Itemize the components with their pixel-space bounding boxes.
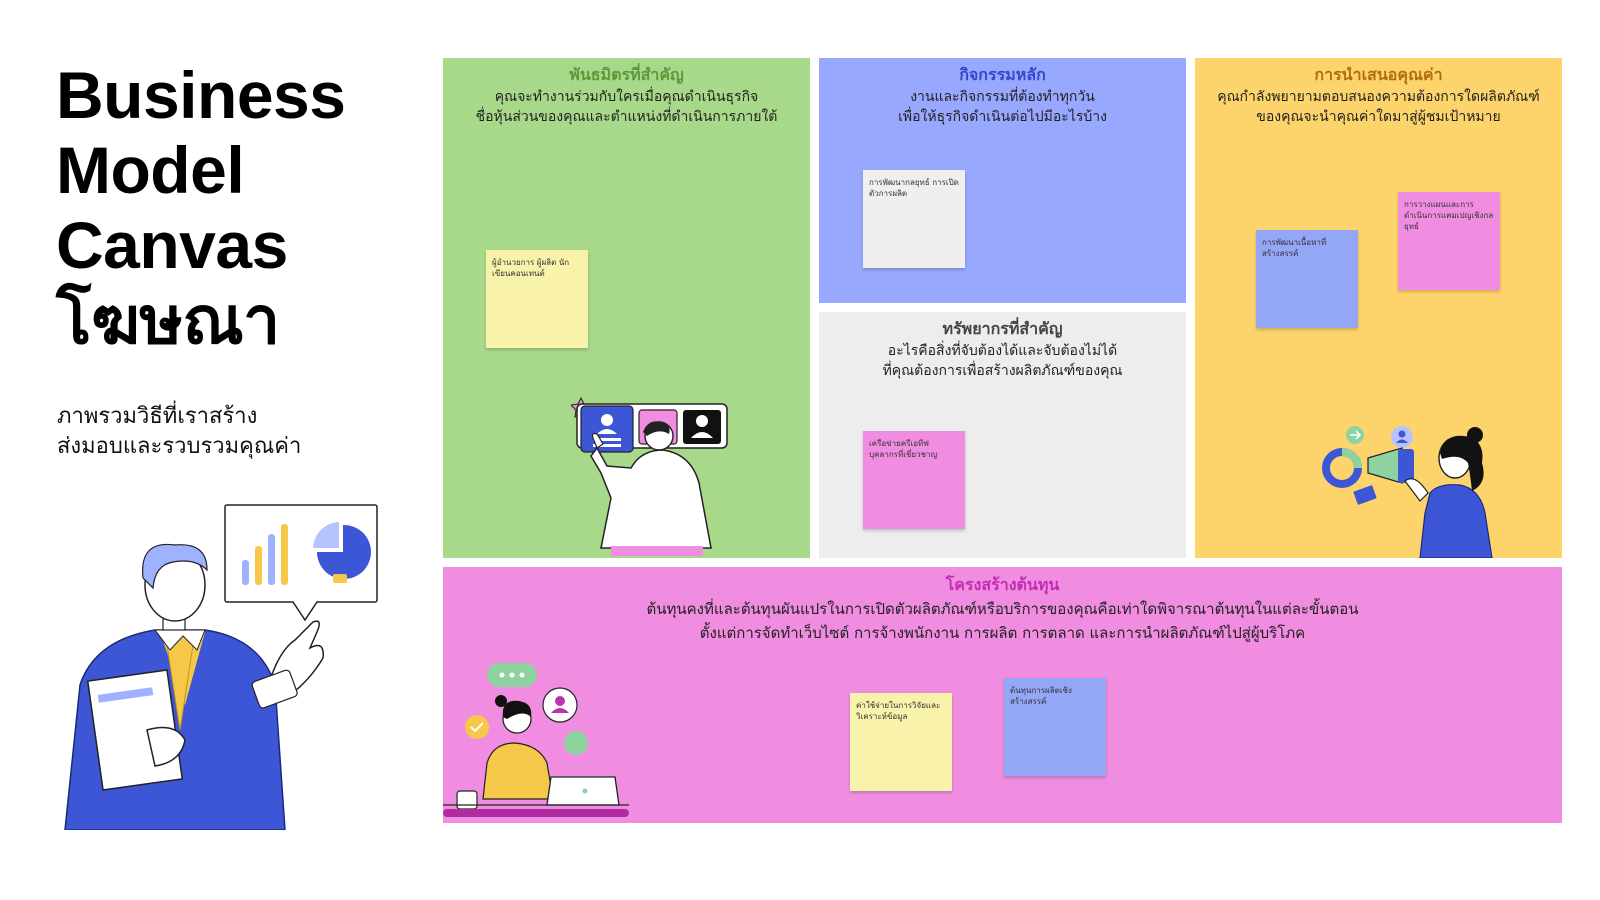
laptop-worker-illustration — [443, 663, 629, 817]
title-line-1: Business — [56, 58, 346, 132]
title-line-4: โฆษณา — [56, 283, 280, 357]
title-line-2: Model — [56, 133, 245, 207]
sticky-note-value-pink[interactable]: การวางแผนและการดำเนินการแคมเปญเชิงกลยุทธ… — [1398, 192, 1500, 290]
panel-title-value-proposition: การนำเสนอคุณค่า — [1314, 65, 1443, 84]
sticky-note-cost-blue[interactable]: ต้นทุนการผลิตเชิงสร้างสรรค์ — [1004, 678, 1106, 776]
panel-title-key-partners: พันธมิตรที่สำคัญ — [569, 65, 684, 84]
panel-desc-value-proposition: คุณกำลังพยายามตอบสนองความต้องการใดผลิตภั… — [1195, 87, 1562, 127]
panel-title-cost-structure: โครงสร้างต้นทุน — [945, 575, 1060, 594]
panel-value-proposition: การนำเสนอคุณค่า คุณกำลังพยายามตอบสนองควา… — [1195, 58, 1562, 558]
panel-desc-key-resources: อะไรคือสิ่งที่จับต้องได้และจับต้องไม่ได้… — [819, 341, 1186, 381]
panel-cost-structure: โครงสร้างต้นทุน ต้นทุนคงที่และต้นทุนผันแ… — [443, 567, 1562, 823]
desc-line: อะไรคือสิ่งที่จับต้องได้และจับต้องไม่ได้ — [887, 343, 1118, 359]
desc-line: ต้นทุนคงที่และต้นทุนผันแปรในการเปิดตัวผล… — [646, 600, 1359, 618]
sticky-note-resources[interactable]: เครือข่ายครีเอทีฟ บุคลากรที่เชี่ยวชาญ — [863, 431, 965, 529]
panel-key-activities: กิจกรรมหลัก งานและกิจกรรมที่ต้องทำทุกวัน… — [819, 58, 1186, 303]
desc-line: คุณกำลังพยายามตอบสนองความต้องการใดผลิตภั… — [1217, 89, 1540, 105]
panel-desc-key-activities: งานและกิจกรรมที่ต้องทำทุกวัน เพื่อให้ธุร… — [819, 87, 1186, 127]
panel-key-partners: พันธมิตรที่สำคัญ คุณจะทำงานร่วมกับใครเมื… — [443, 58, 810, 558]
panel-desc-cost-structure: ต้นทุนคงที่และต้นทุนผันแปรในการเปิดตัวผล… — [443, 597, 1562, 645]
desc-line: ชื่อหุ้นส่วนของคุณและตำแหน่งที่ดำเนินการ… — [475, 109, 778, 125]
businessman-illustration — [64, 504, 378, 830]
desc-line: ของคุณจะนำคุณค่าใดมาสู่ผู้ชมเป้าหมาย — [1256, 109, 1501, 125]
megaphone-illustration — [1322, 426, 1493, 558]
subtitle-line-2: ส่งมอบและรวบรวมคุณค่า — [57, 434, 302, 459]
panel-title-key-activities: กิจกรรมหลัก — [959, 65, 1046, 84]
page-title: Business Model Canvas โฆษณา — [56, 58, 346, 358]
panel-desc-key-partners: คุณจะทำงานร่วมกับใครเมื่อคุณดำเนินธุรกิจ… — [443, 87, 810, 127]
subtitle-line-1: ภาพรวมวิธีที่เราสร้าง — [57, 404, 258, 429]
panel-title-key-resources: ทรัพยากรที่สำคัญ — [942, 319, 1063, 338]
sticky-note-partners[interactable]: ผู้อำนวยการ ผู้ผลิต นักเขียนคอนเทนต์ — [486, 250, 588, 348]
title-line-3: Canvas — [56, 208, 288, 282]
desc-line: งานและกิจกรรมที่ต้องทำทุกวัน — [910, 89, 1095, 105]
desc-line: ที่คุณต้องการเพื่อสร้างผลิตภัณฑ์ของคุณ — [882, 363, 1123, 379]
page-subtitle: ภาพรวมวิธีที่เราสร้าง ส่งมอบและรวบรวมคุณ… — [57, 402, 301, 462]
desc-line: คุณจะทำงานร่วมกับใครเมื่อคุณดำเนินธุรกิจ — [494, 89, 759, 105]
selection-illustration — [571, 396, 728, 556]
desc-line: ตั้งแต่การจัดทำเว็บไซต์ การจ้างพนักงาน ก… — [699, 624, 1306, 642]
panel-key-resources: ทรัพยากรที่สำคัญ อะไรคือสิ่งที่จับต้องได… — [819, 312, 1186, 558]
sticky-note-activities[interactable]: การพัฒนากลยุทธ์ การเปิดตัวการผลิต — [863, 170, 965, 268]
sticky-note-cost-yellow[interactable]: ค่าใช้จ่ายในการวิจัยและวิเคราะห์ข้อมูล — [850, 693, 952, 791]
sticky-note-value-blue[interactable]: การพัฒนาเนื้อหาที่สร้างสรรค์ — [1256, 230, 1358, 328]
desc-line: เพื่อให้ธุรกิจดำเนินต่อไปมีอะไรบ้าง — [898, 109, 1107, 125]
